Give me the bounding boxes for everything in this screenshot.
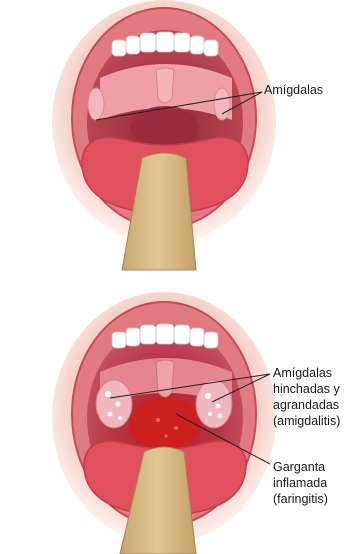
label-throat-2: inflamada (273, 476, 327, 490)
uvula (156, 68, 174, 103)
label-throat-3: (faringitis) (273, 492, 328, 506)
tonsil-right (214, 88, 230, 120)
tonsil-left (88, 88, 104, 120)
label-swollen-tonsils-1: Amígdalas (273, 366, 332, 380)
label-swollen-tonsils-2: hinchadas y (273, 382, 340, 396)
uvula (156, 360, 174, 397)
label-throat-1: Garganta (273, 460, 325, 474)
label-tonsils: Amígdalas (264, 83, 323, 97)
swollen-tonsil-left (96, 380, 132, 428)
swollen-tonsil-right (196, 380, 232, 428)
label-swollen-tonsils-3: agrandadas (273, 398, 339, 412)
label-swollen-tonsils-4: (amigdalitis) (273, 414, 340, 428)
healthy-mouth-illustration: Amígdalas (52, 0, 323, 270)
inflamed-mouth-illustration: Amígdalas hinchadas y agrandadas (amigda… (52, 292, 340, 554)
inflamed-throat (129, 398, 201, 450)
